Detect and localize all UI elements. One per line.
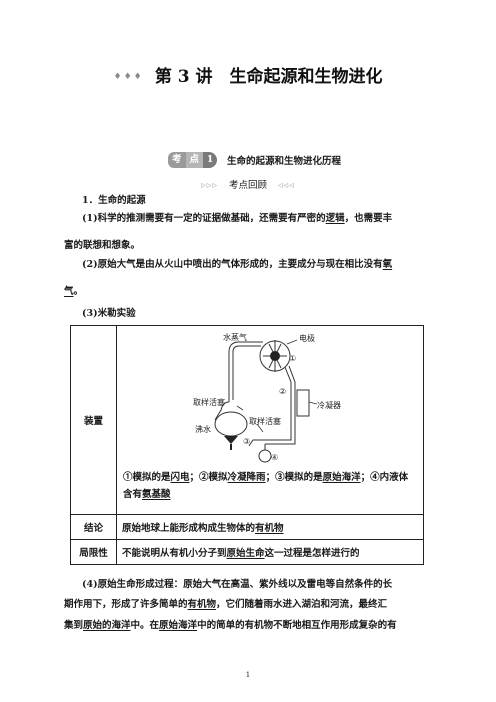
label-sample-left: 取样活塞	[193, 397, 225, 407]
label-n1: ①	[289, 354, 296, 363]
miller-experiment-table: 装置	[70, 325, 424, 565]
paragraph-4: (4)原始生命形成过程：原始大气在高温、紫外线以及雷电等自然条件的长	[82, 579, 393, 590]
lesson-title-row: ♦♦♦ 第 3 讲 生命起源和生物进化	[0, 62, 496, 87]
label-n2: ②	[279, 387, 286, 396]
device-label: 装置	[70, 325, 117, 515]
right-arrows-icon: ▷▷▷	[201, 182, 218, 189]
label-boil: 沸水	[195, 424, 211, 434]
paragraph-4-line2: 期作用下，形成了许多简单的有机物，它们随着雨水进入湖泊和河流，最终汇	[64, 599, 388, 610]
table-row-device: 装置	[70, 325, 424, 515]
paragraph-2-cont: 气。	[64, 286, 84, 297]
label-condenser: 冷凝器	[317, 400, 341, 410]
section-heading: 1．生命的起源	[82, 195, 146, 206]
device-cell: 水蒸气 电极 ① ② 冷凝器 取样活塞 取样活塞 沸水 ③ ④ ①模拟的是闪电；…	[116, 325, 424, 515]
paragraph-1-cont: 富的联想和想象。	[64, 240, 141, 251]
limitation-value: 不能说明从有机小分子到原始生命这一过程是怎样进行的	[116, 539, 424, 565]
label-n3: ③	[243, 437, 250, 446]
kaodian-badge-char2: 点	[185, 152, 204, 168]
review-label: 考点回顾	[228, 180, 267, 191]
review-heading: ▷▷▷ 考点回顾 ◁◁◁	[0, 177, 496, 191]
kaodian-badge-char1: 考	[168, 152, 186, 168]
label-steam: 水蒸气	[223, 332, 247, 342]
paragraph-2: (2)原始大气是由从火山中喷出的气体形成的，主要成分与现在相比没有氧	[82, 259, 393, 270]
miller-apparatus-diagram: 水蒸气 电极 ① ② 冷凝器 取样活塞 取样活塞 沸水 ③ ④	[193, 332, 341, 463]
label-electrode: 电极	[299, 333, 315, 343]
label-sample-right: 取样活塞	[249, 416, 281, 426]
lesson-title: 第 3 讲 生命起源和生物进化	[154, 67, 383, 87]
kaodian-number: 1	[203, 152, 218, 168]
limitation-label: 局限性	[70, 539, 117, 565]
conclusion-label: 结论	[70, 514, 117, 540]
table-row-conclusion: 结论 原始地球上能形成构成生物体的有机物	[70, 514, 424, 540]
paragraph-3: (3)米勒实验	[82, 308, 136, 319]
conclusion-value: 原始地球上能形成构成生物体的有机物	[116, 514, 424, 540]
left-arrows-icon: ◁◁◁	[278, 182, 295, 189]
label-n4: ④	[271, 453, 278, 462]
device-note: ①模拟的是闪电；②模拟冷凝降雨；③模拟的是原始海洋；④内液体 含有氨基酸	[123, 472, 409, 500]
table-row-limitation: 局限性 不能说明从有机小分子到原始生命这一过程是怎样进行的	[70, 539, 424, 565]
paragraph-4-line3: 集到原始的海洋中。在原始海洋中的简单的有机物不断地相互作用形成复杂的有	[64, 620, 397, 631]
page-number: 1	[245, 671, 251, 679]
kaodian-badge: 考 点 1	[168, 152, 218, 168]
paragraph-1: (1)科学的推测需要有一定的证据做基础，还需要有严密的逻辑，也需要丰	[82, 213, 393, 224]
kaodian-header: 考 点 1 生命的起源和生物进化历程	[168, 152, 341, 168]
diamond-icon: ♦♦♦	[113, 72, 144, 82]
kaodian-title: 生命的起源和生物进化历程	[227, 156, 342, 167]
